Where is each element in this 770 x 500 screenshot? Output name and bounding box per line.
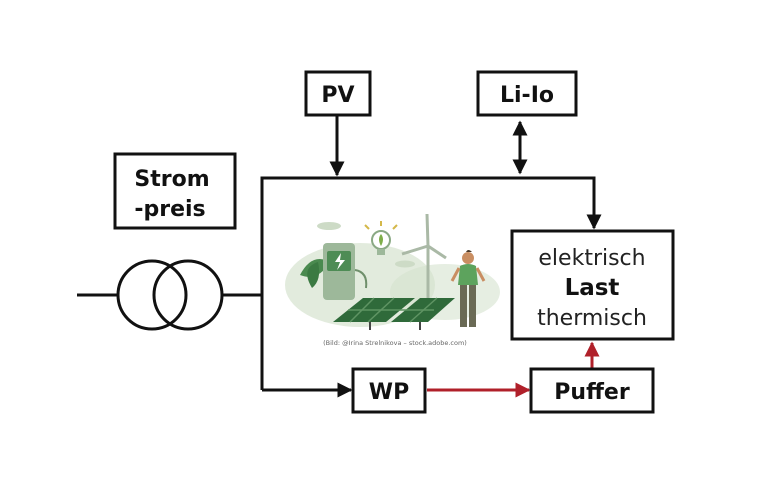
person-figure-icon [450, 250, 486, 327]
wind-turbine-icon [401, 213, 447, 298]
li-io-box: Li-Io [476, 70, 578, 117]
pv-box: PV [304, 70, 372, 117]
load-box: elektrisch Last thermisch [510, 229, 675, 341]
strompreis-label-line1: Strom [134, 167, 209, 192]
wp-label: WP [369, 380, 409, 405]
strompreis-box: Strom -preis [113, 152, 237, 230]
strompreis-label-line2: -preis [134, 197, 205, 222]
leaf-icon [307, 262, 320, 288]
cloud-icon [395, 260, 415, 268]
lightbulb-icon [364, 221, 398, 255]
solar-panel-icon [333, 297, 455, 330]
connections [77, 116, 602, 398]
main-bus-line [260, 176, 602, 390]
li-io-label: Li-Io [500, 83, 554, 108]
pv-label: PV [321, 83, 354, 108]
puffer-box: Puffer [529, 367, 655, 414]
illustration-caption: (Bild: @Irina Strelnikova – stock.adobe.… [323, 339, 467, 347]
puffer-label: Puffer [554, 380, 630, 405]
load-label-elektrisch: elektrisch [538, 246, 645, 271]
transformer-icon [116, 259, 224, 331]
thermal-connections [427, 341, 600, 398]
cloud-icon [317, 222, 341, 230]
load-label-last: Last [565, 275, 620, 301]
wp-box: WP [351, 367, 427, 414]
renewable-energy-illustration: (Bild: @Irina Strelnikova – stock.adobe.… [285, 213, 500, 347]
load-label-thermisch: thermisch [537, 306, 647, 331]
